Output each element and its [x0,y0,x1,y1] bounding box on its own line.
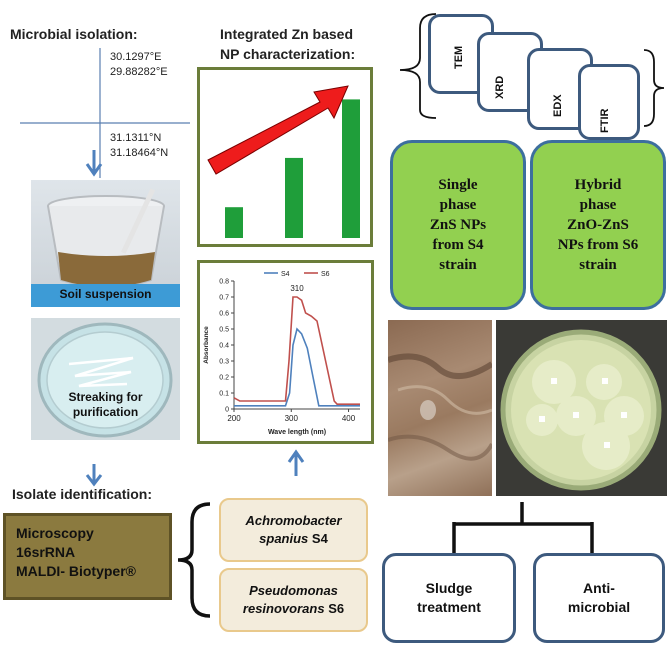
latitude-1: 31.1311°N [110,132,162,144]
curly-brace-icon [177,502,211,618]
antimicrobial-plate-photo [496,320,667,496]
latitude-values: 31.1311°N 31.18464°N [110,131,168,161]
hybrid-line-3: ZnO-ZnS [567,217,629,233]
y-tick-label: 0 [225,407,229,414]
sludge-micrograph-photo [388,320,492,496]
technique-label-edx: EDX [552,94,564,117]
characterization-heading-line2: NP characterization: [220,46,356,62]
anti-line-1: Anti- [583,580,615,596]
series-line-S6 [233,296,360,405]
y-tick-label: 0.2 [219,375,229,382]
legend-label-S4: S4 [281,271,290,278]
x-tick-label: 300 [285,414,299,423]
method-16srrna: 16srRNA [16,544,76,560]
petri-dish-illustration [37,322,173,438]
single-line-2: phase [439,197,477,213]
technique-label-ftir: FTIR [599,108,611,133]
trend-arrow [207,85,349,175]
bar-1 [225,207,243,238]
x-tick-label: 200 [227,414,241,423]
sludge-texture [388,353,492,461]
sludge-line-2: treatment [417,599,481,615]
y-tick-label: 0.1 [219,391,229,398]
arrow-up-icon [287,449,305,476]
arrow-down-icon [85,150,103,177]
bar-3 [342,99,360,239]
longitude-values: 30.1297°E 29.88282°E [110,50,168,80]
x-axis-label: Wave length (nm) [268,429,326,436]
microbial-isolation-heading: Microbial isolation: [10,26,138,42]
curly-brace-icon [399,13,437,119]
technique-card-ftir: FTIR [578,64,640,140]
streaking-caption-line1: Streaking for [68,390,143,404]
curly-brace-icon [643,49,665,127]
anti-line-2: microbial [567,599,631,615]
y-tick-label: 0.7 [219,295,229,302]
strain2-species: resinovorans [242,601,325,616]
bar-chart [207,85,360,239]
identification-methods-box: Microscopy 16srRNA MALDI- Biotyper® [3,513,172,600]
hybrid-line-2: phase [579,197,617,213]
x-tick-label: 400 [342,414,356,423]
peak-annotation: 310 [290,284,304,293]
single-line-3: ZnS NPs [429,217,487,233]
streaking-caption-line2: purification [72,405,139,419]
y-tick-label: 0.5 [219,327,229,334]
streaking-caption: Streaking for purification [31,390,180,420]
bar-2 [285,157,303,238]
method-maldi: MALDI- Biotyper® [16,563,136,579]
sludge-line-1: Sludge [425,580,473,596]
y-axis-label: Absorbance [203,326,210,364]
longitude-2: 29.88282°E [110,66,168,78]
series-line-S4 [234,327,360,407]
strain1-genus: Achromobacter [245,513,342,528]
hybrid-line-4: NPs from S6 [557,237,639,253]
strain2-id: S6 [328,601,345,616]
soil-suspension-photo: Soil suspension [31,180,180,307]
hybrid-phase-zno-zns-box: Hybrid phase ZnO-ZnS NPs from S6 strain [530,140,666,310]
beaker-illustration [31,188,180,307]
streaking-plate-photo: Streaking for purification [31,318,180,440]
single-line-4: from S4 [432,237,484,253]
strain-box-s4: Achromobacter spanius S4 [219,498,368,562]
strain1-species: spanius [259,531,309,546]
legend-label-S6: S6 [321,271,330,278]
single-line-1: Single [438,177,478,193]
hybrid-line-5: strain [579,257,617,273]
strain2-genus: Pseudomonas [249,583,338,598]
single-phase-zns-box: Single phase ZnS NPs from S4 strain [390,140,526,310]
technique-label-xrd: XRD [494,75,506,99]
characterization-heading-line1: Integrated Zn based [220,26,354,42]
strain1-id: S4 [311,531,328,546]
latitude-2: 31.18464°N [110,147,169,159]
technique-label-tem: TEM [453,45,465,69]
y-tick-label: 0.4 [219,343,229,350]
characterization-heading: Integrated Zn based NP characterization: [220,24,355,64]
soil-suspension-caption: Soil suspension [59,287,152,301]
antimicrobial-box: Anti- microbial [533,553,665,643]
y-tick-label: 0.8 [219,279,229,286]
longitude-1: 30.1297°E [110,51,162,63]
y-tick-label: 0.3 [219,359,229,366]
agar-plate-illustration [500,329,662,491]
coordinate-crosshair [20,48,190,178]
y-tick-label: 0.6 [219,311,229,318]
arrow-down-icon [85,464,103,487]
strain-box-s6: Pseudomonas resinovorans S6 [219,568,368,632]
method-microscopy: Microscopy [16,525,94,541]
bar-chart-panel [197,67,373,247]
hybrid-line-1: Hybrid [574,177,622,193]
sludge-treatment-box: Sludge treatment [382,553,516,643]
branch-connector [452,502,594,554]
single-line-5: strain [439,257,477,273]
isolate-identification-heading: Isolate identification: [12,486,153,502]
